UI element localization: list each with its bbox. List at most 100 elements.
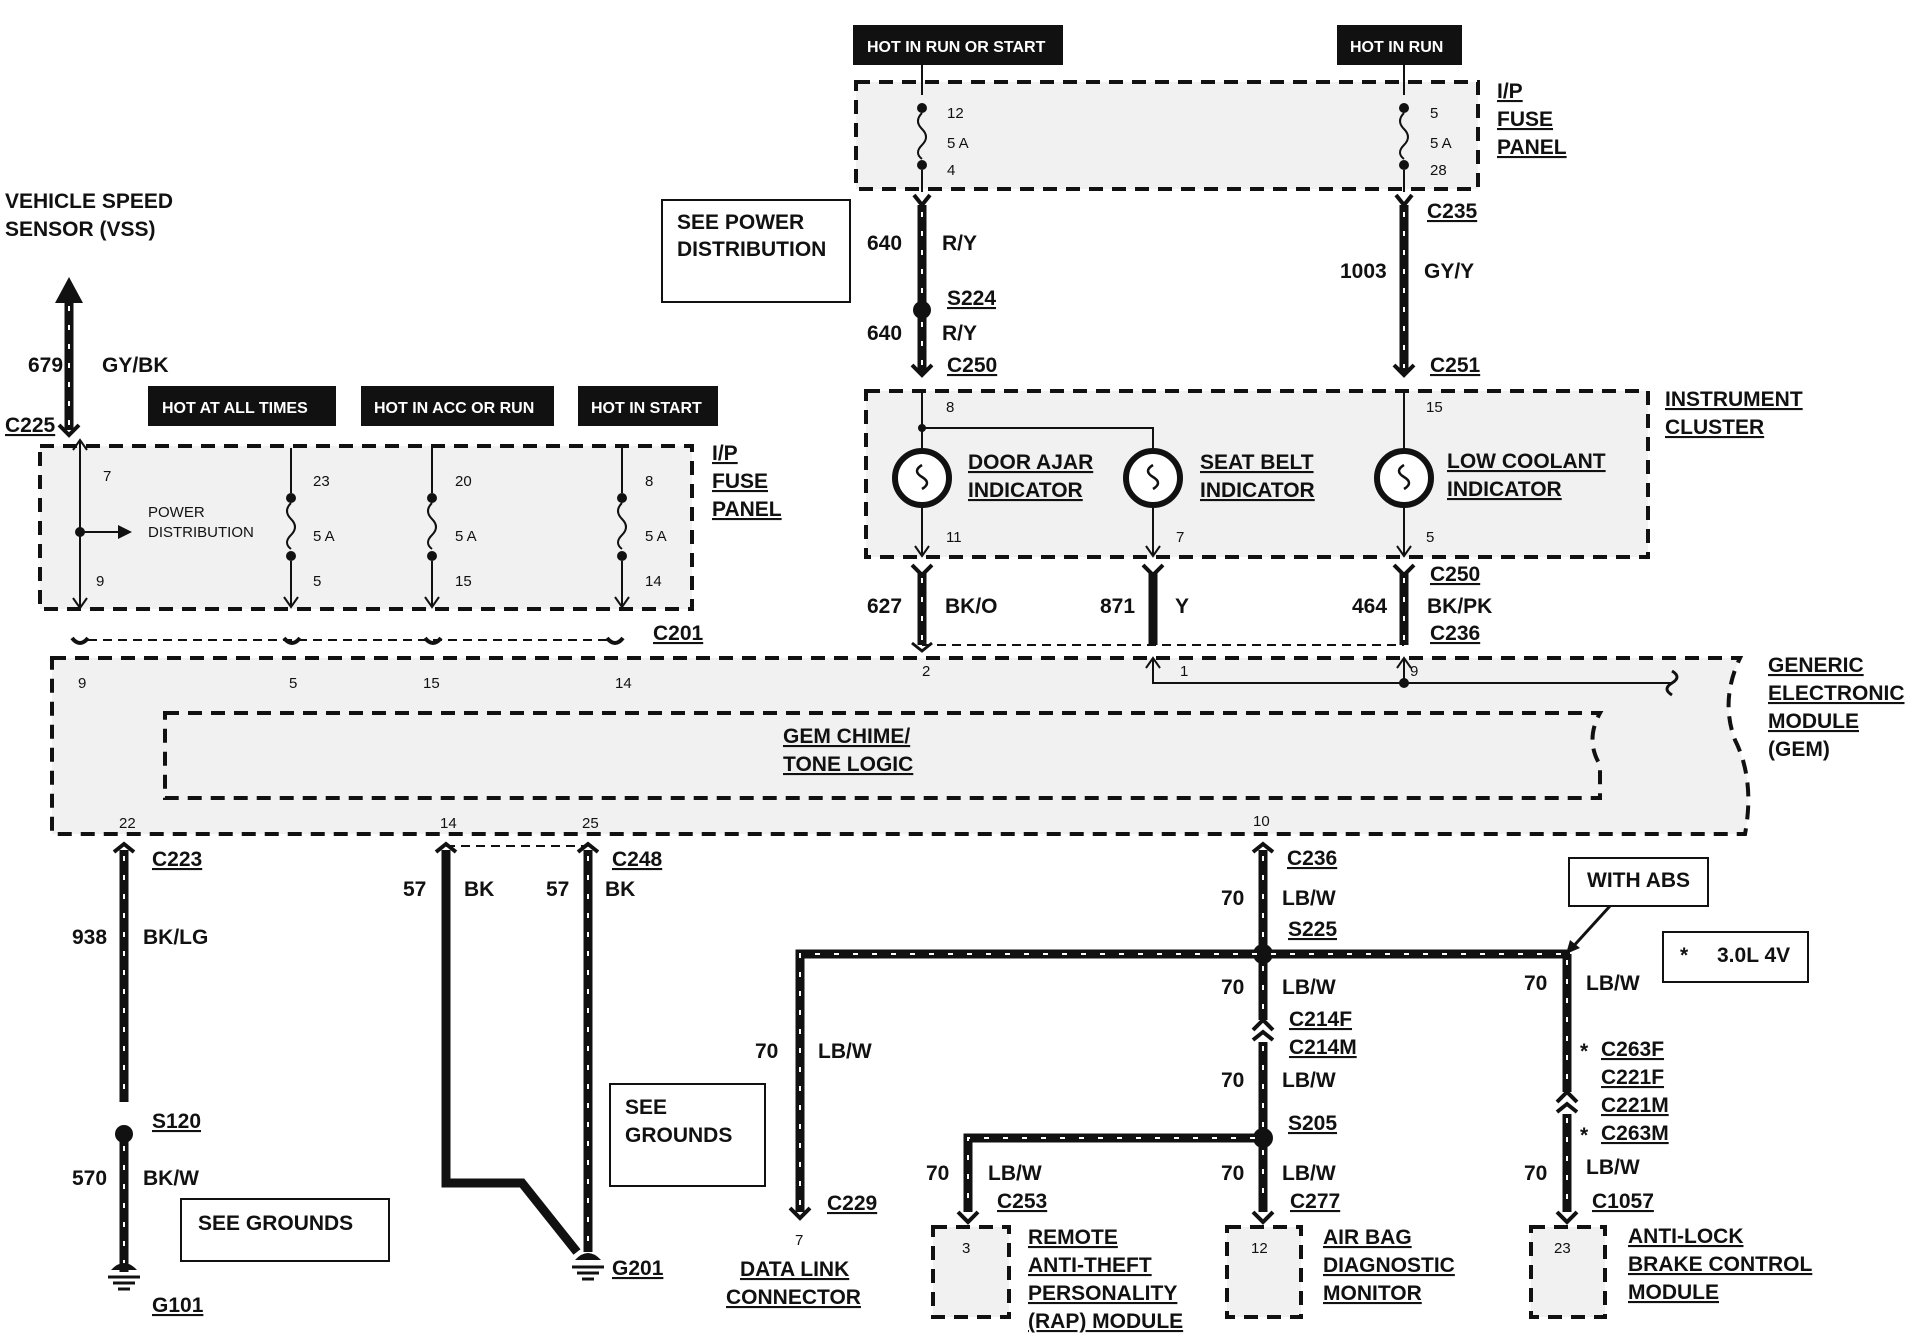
ground-g201-icon <box>572 1253 604 1281</box>
tag-hot-in-start-text: HOT IN START <box>591 400 702 417</box>
star-mark-2: * <box>1580 1124 1589 1147</box>
ip-fuse-panel-left-label-2: FUSE <box>712 470 768 493</box>
see-power-distribution-1: SEE POWER <box>677 211 804 234</box>
connector-c225-label: C225 <box>5 414 56 437</box>
cluster-pin-15: 15 <box>1426 399 1443 416</box>
wire-70h-color: LB/W <box>1586 1156 1640 1179</box>
wire-70g-color: LB/W <box>1586 972 1640 995</box>
splice-s120-label: S120 <box>152 1110 201 1133</box>
cluster-pin-8: 8 <box>946 399 954 416</box>
engine-note-text: 3.0L 4V <box>1717 944 1790 967</box>
engine-note-box <box>1662 931 1809 983</box>
wire-70c-color: LB/W <box>1282 976 1336 999</box>
cluster-pin-11: 11 <box>946 529 962 546</box>
wire-70g-num: 70 <box>1524 972 1547 995</box>
instrument-cluster <box>864 389 1650 559</box>
connector-c248-label: C248 <box>612 848 663 871</box>
gem-logic-label-1: GEM CHIME/ <box>783 725 910 748</box>
wire-627-num: 627 <box>867 595 902 618</box>
fuse-top1-out: 4 <box>947 162 955 179</box>
see-grounds-box-b <box>180 1198 390 1262</box>
connector-c263m-label: C263M <box>1601 1122 1669 1145</box>
with-abs-text: WITH ABS <box>1587 869 1690 892</box>
wire-640a-num: 640 <box>867 232 902 255</box>
fuse-left-pin-9: 9 <box>96 573 104 590</box>
wire-57b-num: 57 <box>546 878 569 901</box>
see-grounds-a-1: SEE <box>625 1096 667 1119</box>
gem-logic-label-2: TONE LOGIC <box>783 753 913 776</box>
gem-label-3: MODULE <box>1768 710 1859 733</box>
wire-70e-num: 70 <box>926 1162 949 1185</box>
wire-1003-color: GY/Y <box>1424 260 1474 283</box>
airbag-label-1: AIR BAG <box>1323 1226 1412 1249</box>
see-grounds-box-a <box>609 1083 766 1187</box>
wire-871-num: 871 <box>1100 595 1135 618</box>
gem-label-2: ELECTRONIC <box>1768 682 1905 705</box>
abs-label-2: BRAKE CONTROL <box>1628 1253 1812 1276</box>
ip-fuse-panel-top-label-3: PANEL <box>1497 136 1567 159</box>
low-coolant-bulb <box>1374 448 1434 508</box>
wire-938-num: 938 <box>72 926 107 949</box>
instrument-cluster-label-1: INSTRUMENT <box>1665 388 1803 411</box>
wire-640b-num: 640 <box>867 322 902 345</box>
connector-c1057-label: C1057 <box>1592 1190 1654 1213</box>
ip-fuse-panel-left <box>38 444 694 611</box>
splice-s224 <box>913 301 931 319</box>
fuse-left2-in: 20 <box>455 473 472 490</box>
splice-s225-label: S225 <box>1288 918 1337 941</box>
wire-70c-num: 70 <box>1221 976 1244 999</box>
vss-label-2: SENSOR (VSS) <box>5 218 156 241</box>
connector-c236-label: C236 <box>1430 622 1480 645</box>
tag-hot-at-all-times-text: HOT AT ALL TIMES <box>162 400 308 417</box>
fuse-left1-rating: 5 A <box>313 528 335 545</box>
rap-label-1: REMOTE <box>1028 1226 1118 1249</box>
connector-c253-label: C253 <box>997 1190 1047 1213</box>
seat-belt-label-1: SEAT BELT <box>1200 451 1314 474</box>
connector-c277-label: C277 <box>1290 1190 1340 1213</box>
ground-g101-icon <box>108 1263 140 1291</box>
fuse-top1-rating: 5 A <box>947 135 969 152</box>
wire-70f-color: LB/W <box>1282 1162 1336 1185</box>
wire-938-color: BK/LG <box>143 926 208 949</box>
wire-70d-num: 70 <box>1221 1069 1244 1092</box>
seat-belt-label-2: INDICATOR <box>1200 479 1315 502</box>
connector-c221m-label: C221M <box>1601 1094 1669 1117</box>
connector-c250b-label: C250 <box>1430 563 1480 586</box>
gem-pin-25: 25 <box>582 815 599 832</box>
wire-70b-num: 70 <box>755 1040 778 1063</box>
connector-c201-label: C201 <box>653 622 704 645</box>
connector-c214f-label: C214F <box>1289 1008 1352 1031</box>
connector-c221f-label: C221F <box>1601 1066 1664 1089</box>
abs-control-module <box>1529 1225 1607 1319</box>
rap-module <box>931 1225 1011 1319</box>
wire-640a-color: R/Y <box>942 232 977 255</box>
wire-640b-color: R/Y <box>942 322 977 345</box>
dlc-label-1: DATA LINK <box>740 1258 849 1281</box>
fuse-left3-out: 14 <box>645 573 662 590</box>
abs-pin: 23 <box>1554 1240 1571 1257</box>
connector-c263f-label: C263F <box>1601 1038 1664 1061</box>
rap-label-3: PERSONALITY <box>1028 1282 1177 1305</box>
connector-c251-label: C251 <box>1430 354 1481 377</box>
wire-70a-num: 70 <box>1221 887 1244 910</box>
fuse-left2-rating: 5 A <box>455 528 477 545</box>
star-mark-1: * <box>1580 1040 1589 1063</box>
connector-c250-label: C250 <box>947 354 997 377</box>
seat-belt-bulb <box>1123 448 1183 508</box>
gem-pin-15: 15 <box>423 675 440 692</box>
ip-fuse-panel-left-label-3: PANEL <box>712 498 782 521</box>
gem-label-1: GENERIC <box>1768 654 1864 677</box>
abs-label-3: MODULE <box>1628 1281 1719 1304</box>
engine-note-mark: * <box>1680 944 1689 967</box>
wire-70b-color: LB/W <box>818 1040 872 1063</box>
dlc-label-2: CONNECTOR <box>726 1286 861 1309</box>
see-power-distribution-2: DISTRIBUTION <box>677 238 826 261</box>
fuse-top2-out: 28 <box>1430 162 1447 179</box>
gem-pin-14b: 14 <box>440 815 457 832</box>
ip-fuse-panel-top-label-1: I/P <box>1497 80 1523 103</box>
wire-464-num: 464 <box>1352 595 1387 618</box>
wire-679-num: 679 <box>28 354 63 377</box>
fuse-top1-in: 12 <box>947 105 964 122</box>
connector-c214m-label: C214M <box>1289 1036 1357 1059</box>
wire-679-color: GY/BK <box>102 354 169 377</box>
